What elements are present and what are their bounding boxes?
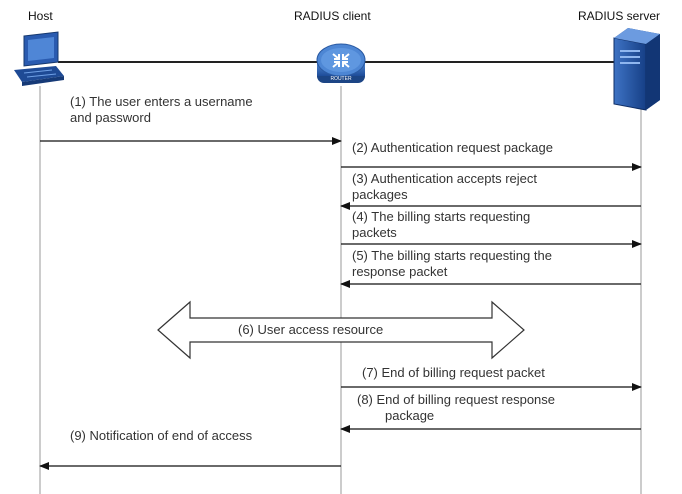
step-1-text: The user enters a username: [89, 94, 253, 109]
step-2-text: Authentication request package: [370, 140, 553, 155]
step-7-label: (7) End of billing request packet: [362, 365, 545, 381]
step-4-label: (4) The billing starts requesting packet…: [352, 209, 530, 241]
step-3-number: (3): [352, 171, 368, 186]
step-5-text-line2: response packet: [352, 264, 448, 279]
step-1-number: (1): [70, 94, 86, 109]
step-8-text-line2: package: [385, 408, 435, 423]
step-9-text: Notification of end of access: [89, 428, 253, 443]
host-label: Host: [28, 9, 53, 23]
step-6-text: User access resource: [257, 322, 384, 337]
step-2-number: (2): [352, 140, 368, 155]
router-badge: ROUTER: [330, 76, 352, 82]
step-6-number: (6): [238, 322, 254, 337]
step-3-label: (3) Authentication accepts reject packag…: [352, 171, 537, 203]
server-icon: [613, 28, 660, 111]
step-5-text: The billing starts requesting the: [371, 248, 552, 263]
step-3-text-line2: packages: [352, 187, 408, 202]
step-2-label: (2) Authentication request package: [352, 140, 553, 156]
step-1-label: (1) The user enters a username and passw…: [70, 94, 253, 126]
router-icon: ROUTER: [316, 43, 366, 83]
step-4-text-line2: packets: [352, 225, 397, 240]
host-computer-icon: [14, 31, 64, 86]
step-9-label: (9) Notification of end of access: [70, 428, 252, 444]
step-3-text: Authentication accepts reject: [370, 171, 538, 186]
step-4-number: (4): [352, 209, 368, 224]
step-4-text: The billing starts requesting: [371, 209, 531, 224]
radius-client-label: RADIUS client: [294, 9, 371, 23]
user-access-double-arrow: [157, 300, 525, 360]
radius-server-label: RADIUS server: [578, 9, 661, 23]
step-9-number: (9): [70, 428, 86, 443]
step-6-label: (6) User access resource: [238, 322, 383, 338]
step-7-text: End of billing request packet: [381, 365, 545, 380]
step-5-number: (5): [352, 248, 368, 263]
step-7-number: (7): [362, 365, 378, 380]
step-8-text: End of billing request response: [376, 392, 556, 407]
step-5-label: (5) The billing starts requesting the re…: [352, 248, 552, 280]
step-8-number: (8): [357, 392, 373, 407]
step-1-text-line2: and password: [70, 110, 151, 125]
step-8-label: (8) End of billing request response pack…: [357, 392, 555, 424]
